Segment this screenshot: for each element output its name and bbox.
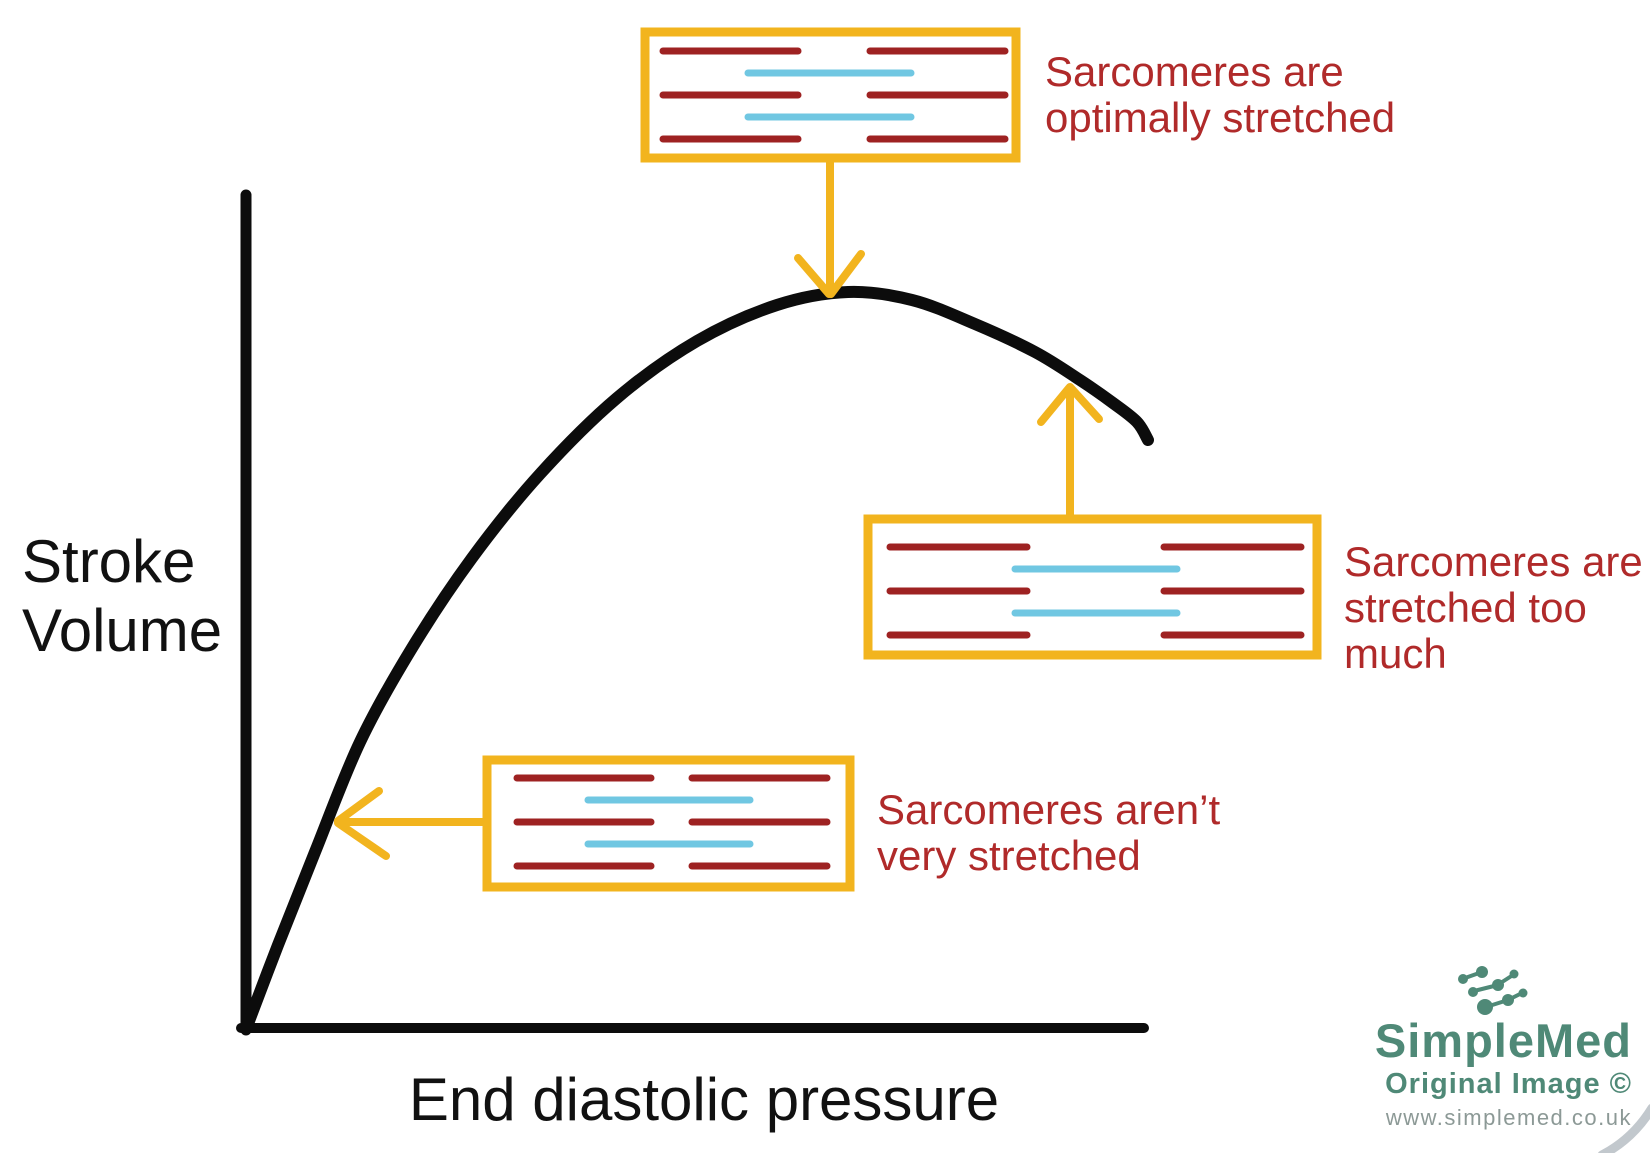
simplemed-logo-icon	[1458, 966, 1528, 1015]
arrow-up	[1037, 383, 1103, 521]
y-axis-label: Stroke Volume	[22, 528, 223, 664]
annotation-not-very-stretched: Sarcomeres aren’t very stretched	[877, 786, 1221, 879]
arrow-down	[794, 156, 865, 298]
watermark-url: www.simplemed.co.uk	[1385, 1105, 1632, 1130]
sarcomere-box-overstretched	[863, 514, 1322, 660]
x-axis-label: End diastolic pressure	[408, 1066, 1000, 1133]
arrow-left	[334, 787, 490, 860]
watermark-caption: Original Image ©	[1385, 1068, 1632, 1100]
annotation-optimally-stretched: Sarcomeres are optimally stretched	[1045, 48, 1396, 141]
sarcomere-box-understretched	[482, 755, 855, 892]
annotation-stretched-too-much: Sarcomeres are stretched too much	[1344, 538, 1643, 677]
watermark-brand: SimpleMed	[1374, 1014, 1632, 1067]
starling-curve	[240, 285, 1154, 1035]
corner-decoration	[1597, 1103, 1650, 1153]
sarcomere-box-optimal	[640, 27, 1021, 163]
axes	[236, 189, 1149, 1036]
watermark: SimpleMed Original Image © www.simplemed…	[1332, 962, 1632, 1129]
